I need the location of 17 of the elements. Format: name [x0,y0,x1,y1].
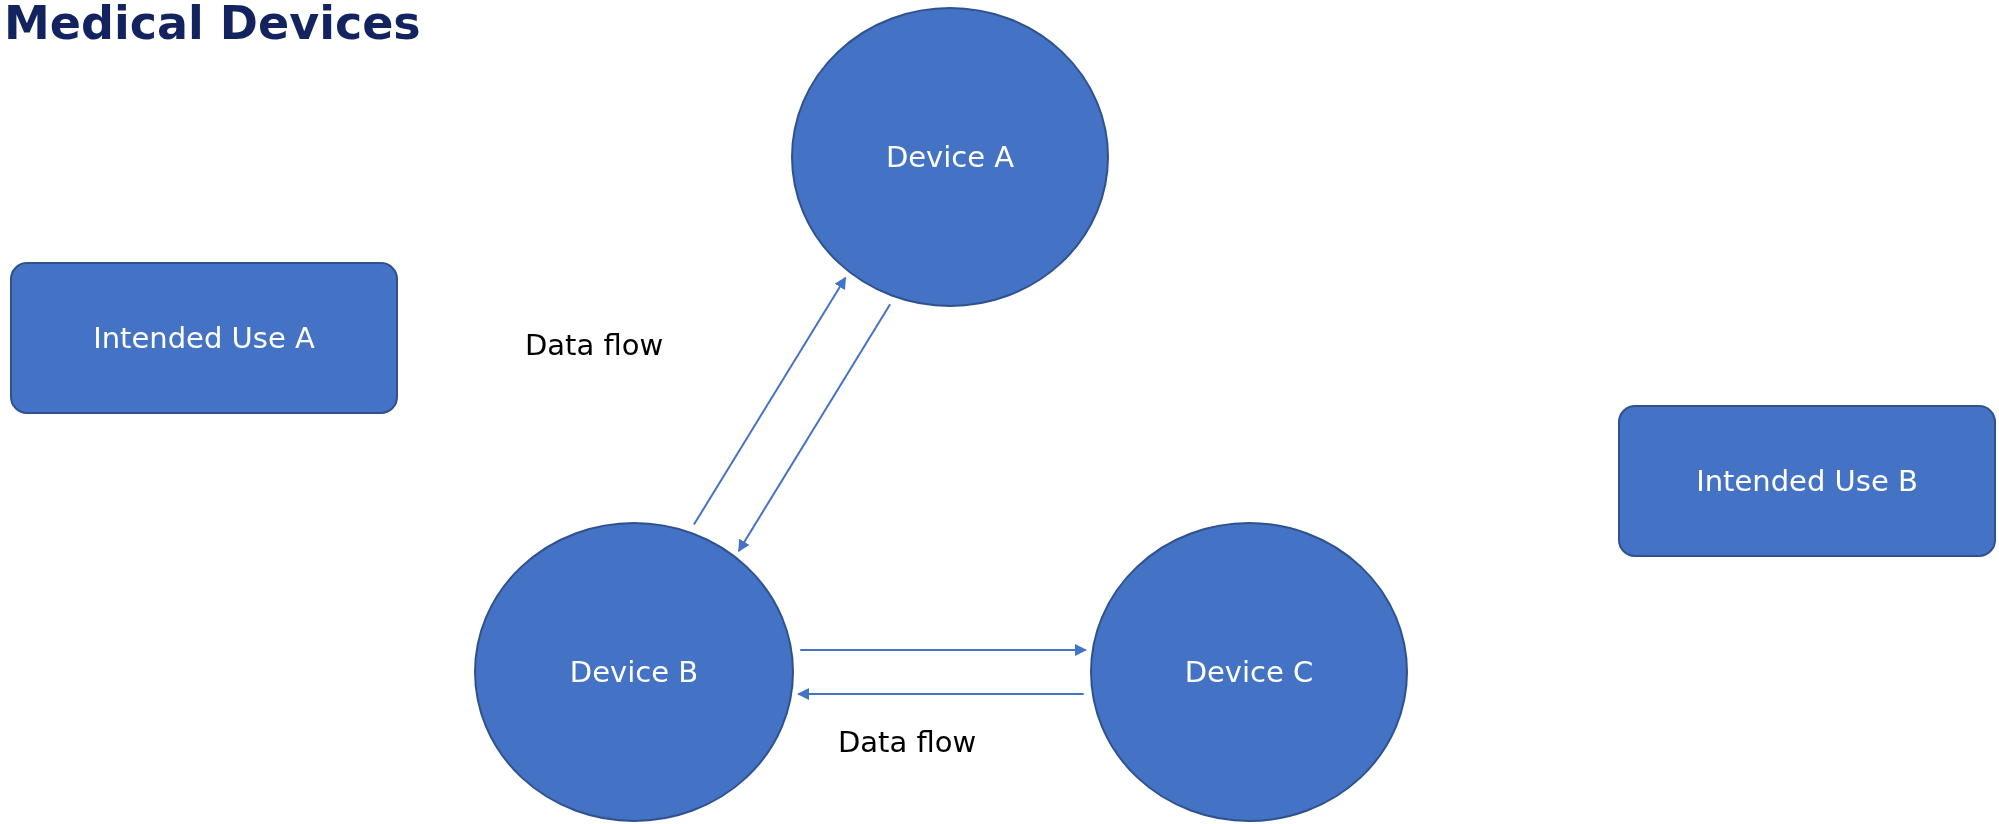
node-label: Intended Use B [1696,464,1918,498]
flow-label: Data flow [838,725,977,759]
device-ellipse [474,522,794,822]
node-label: Device B [569,655,699,689]
process-box [10,262,398,414]
node-label: Device C [1184,655,1314,689]
arrow [797,688,1085,700]
title: Medical Devices [4,0,421,50]
node-label: Intended Use A [93,321,315,355]
arrow [692,276,847,526]
arrow [737,303,892,553]
process-box [1618,405,1996,557]
arrow [799,644,1087,656]
device-ellipse [791,7,1109,307]
device-ellipse [1090,522,1408,822]
node-label: Device A [885,140,1015,174]
flow-label: Data flow [525,328,664,362]
